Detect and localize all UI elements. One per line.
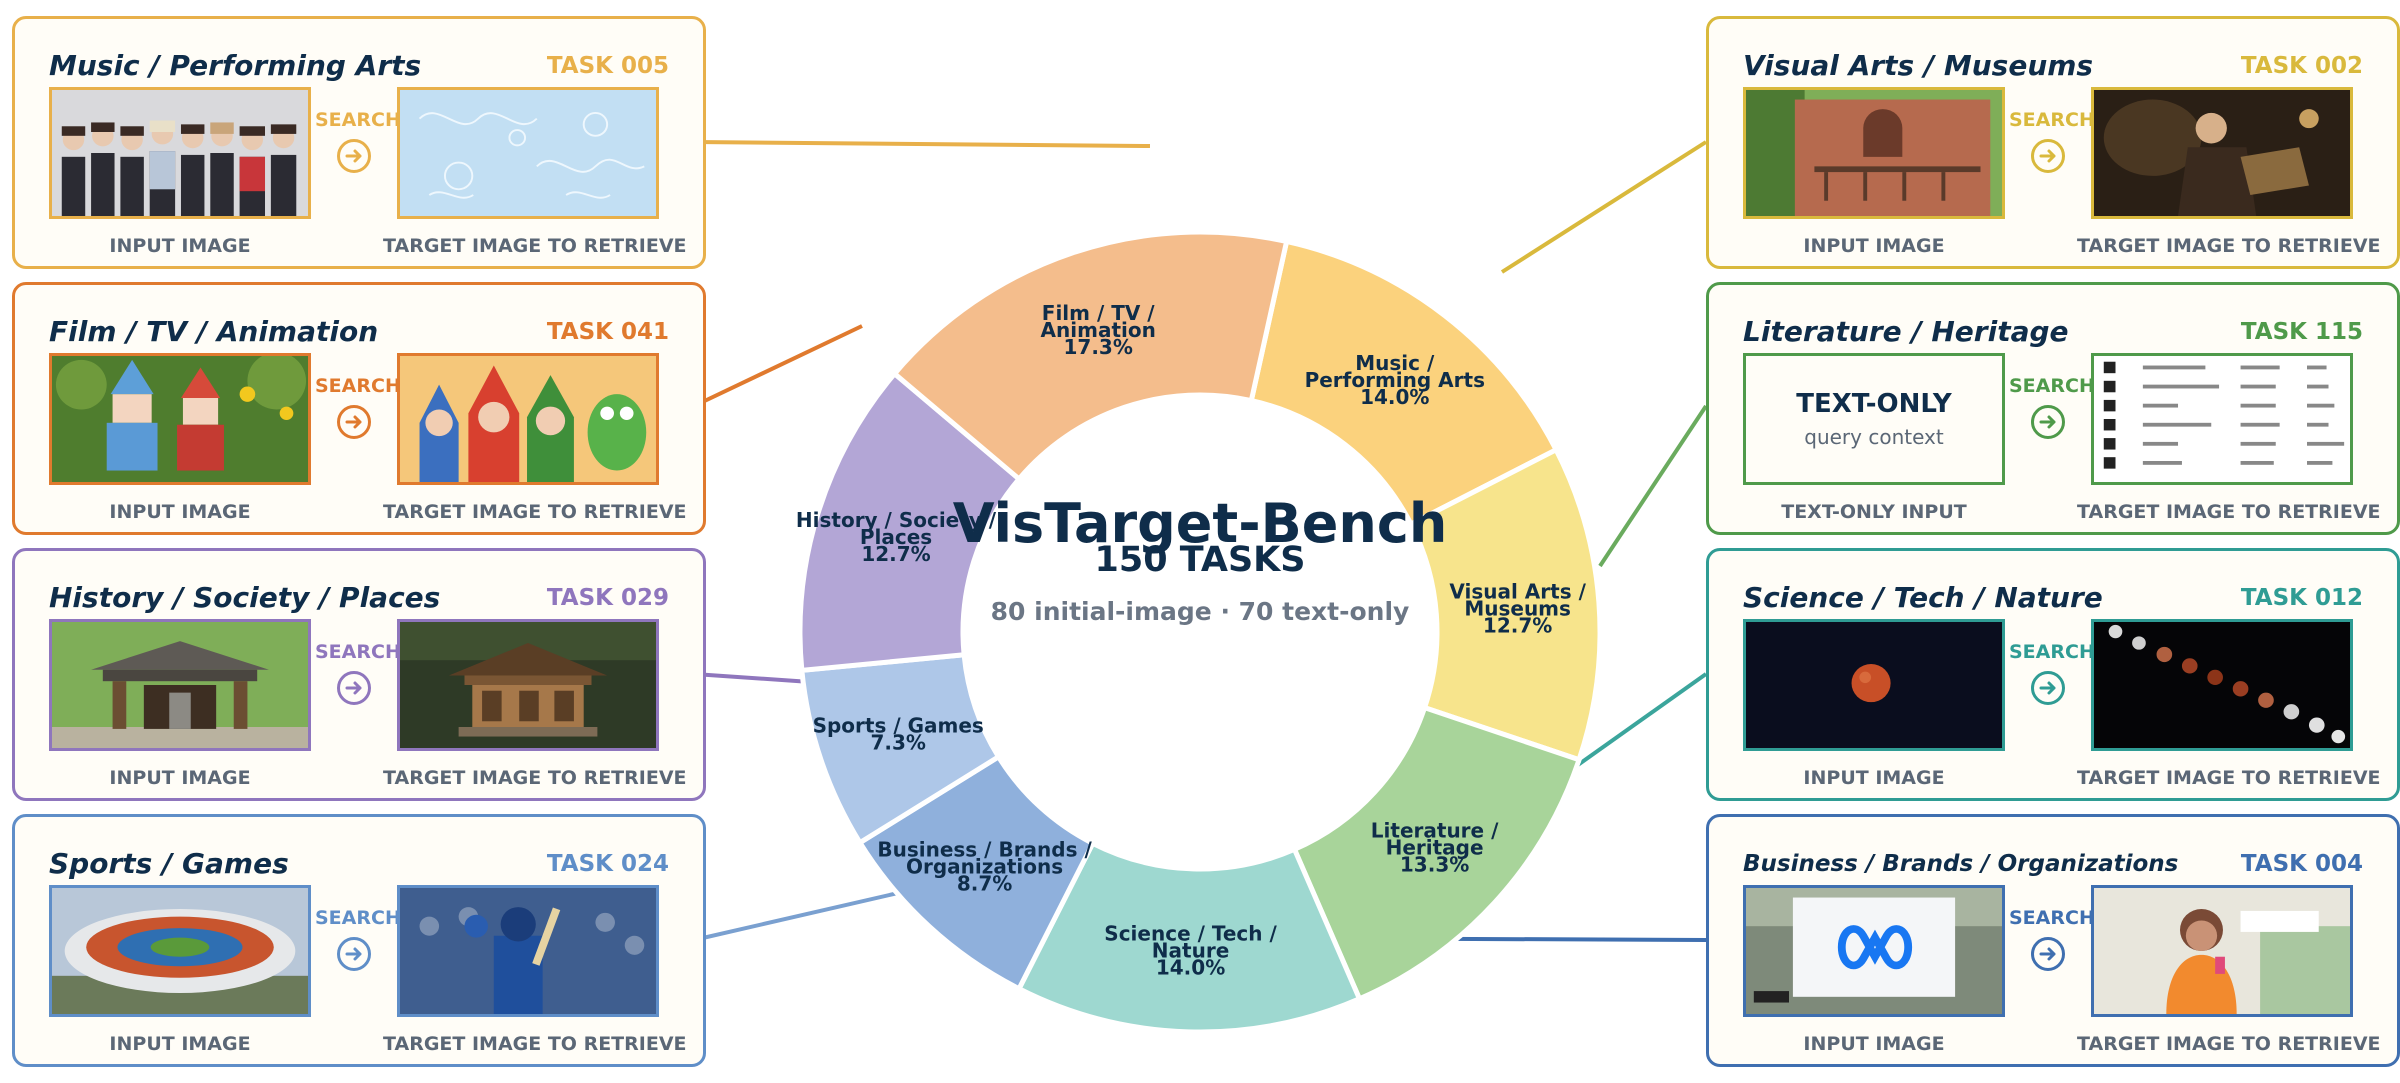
card-task-id: TASK 029 [546, 585, 669, 611]
connector-film [693, 324, 863, 408]
target-image-label: TARGET IMAGE TO RETRIEVE [383, 1033, 687, 1055]
input-image-label: INPUT IMAGE [1803, 767, 1945, 789]
text-only-title: TEXT-ONLY [1796, 389, 1952, 419]
target-image-label: TARGET IMAGE TO RETRIEVE [2077, 501, 2381, 523]
target-image-label: TARGET IMAGE TO RETRIEVE [383, 501, 687, 523]
input-image-group-photo [49, 87, 311, 219]
search-label: SEARCH [2009, 641, 2095, 663]
card-business-brands-organizations: Business / Brands / Organizations TASK 0… [1706, 814, 2400, 1067]
card-film-tv-animation: Film / TV / Animation TASK 041 SEARCH IN… [12, 282, 706, 535]
target-image-cricket-player [397, 885, 659, 1017]
connector-literature [1598, 404, 1708, 568]
donut-slice-history-society-places [797, 370, 1023, 674]
arrow-right-icon [2031, 671, 2065, 705]
donut-slice-science-tech-nature [1015, 839, 1363, 1035]
input-image-temple-gate [49, 619, 311, 751]
text-only-query-box: TEXT-ONLY query context [1743, 353, 2005, 485]
arrow-right-icon [337, 937, 371, 971]
target-image-animated-gnomes [397, 353, 659, 485]
input-image-label: INPUT IMAGE [109, 1033, 251, 1055]
input-image-stadium [49, 885, 311, 1017]
card-visual-arts-museums: Visual Arts / Museums TASK 002 SEARCH IN… [1706, 16, 2400, 269]
search-label: SEARCH [2009, 375, 2095, 397]
search-label: SEARCH [315, 375, 401, 397]
target-image-label: TARGET IMAGE TO RETRIEVE [2077, 1033, 2381, 1055]
arrow-right-icon [337, 405, 371, 439]
card-task-id: TASK 024 [546, 851, 669, 877]
donut-slice-visual-arts-museums [1407, 446, 1603, 763]
search-label: SEARCH [315, 641, 401, 663]
target-image-label: TARGET IMAGE TO RETRIEVE [383, 767, 687, 789]
input-image-label: INPUT IMAGE [1803, 1033, 1945, 1055]
donut-slice-literature-heritage [1291, 704, 1583, 1003]
search-label: SEARCH [2009, 907, 2095, 929]
total-tasks: 150 TASKS [1094, 540, 1306, 580]
arrow-right-icon [2031, 937, 2065, 971]
connector-music [693, 140, 1151, 148]
card-music-performing-arts: Music / Performing Arts TASK 005 [12, 16, 706, 269]
card-category: Sports / Games [49, 847, 289, 880]
card-category: Science / Tech / Nature [1743, 581, 2103, 614]
target-image-label: TARGET IMAGE TO RETRIEVE [2077, 767, 2381, 789]
target-image-wooden-pavilion [397, 619, 659, 751]
input-image-company-sign [1743, 885, 2005, 1017]
target-image-painting [2091, 87, 2353, 219]
input-image-garden-gnomes [49, 353, 311, 485]
donut-slice-film-tv-animation [891, 229, 1290, 483]
card-category: Film / TV / Animation [49, 315, 379, 348]
arrow-right-icon [2031, 139, 2065, 173]
text-only-input-label: TEXT-ONLY INPUT [1781, 501, 1967, 523]
card-science-tech-nature: Science / Tech / Nature TASK 012 SEARCH … [1706, 548, 2400, 801]
target-image-eclipse-sequence [2091, 619, 2353, 751]
target-image-label: TARGET IMAGE TO RETRIEVE [383, 235, 687, 257]
input-image-label: INPUT IMAGE [109, 501, 251, 523]
card-category: History / Society / Places [49, 581, 441, 614]
benchmark-title: VisTarget-Bench [952, 492, 1448, 555]
card-task-id: TASK 041 [546, 319, 669, 345]
input-image-red-moon [1743, 619, 2005, 751]
card-task-id: TASK 012 [2240, 585, 2363, 611]
input-image-label: INPUT IMAGE [109, 767, 251, 789]
search-label: SEARCH [315, 907, 401, 929]
target-image-label: TARGET IMAGE TO RETRIEVE [2077, 235, 2381, 257]
card-category: Visual Arts / Museums [1743, 49, 2094, 82]
card-task-id: TASK 002 [2240, 53, 2363, 79]
card-sports-games: Sports / Games TASK 024 SEARCH INPUT IMA… [12, 814, 706, 1067]
target-image-blue-pattern [397, 87, 659, 219]
donut-slice-music-performing-arts [1248, 238, 1560, 528]
search-label: SEARCH [2009, 109, 2095, 131]
input-image-label: INPUT IMAGE [109, 235, 251, 257]
card-category: Literature / Heritage [1743, 315, 2069, 348]
card-task-id: TASK 005 [546, 53, 669, 79]
input-image-label: INPUT IMAGE [1803, 235, 1945, 257]
text-only-subtitle: query context [1804, 425, 1944, 449]
target-image-glyph-table [2091, 353, 2353, 485]
search-label: SEARCH [315, 109, 401, 131]
arrow-right-icon [2031, 405, 2065, 439]
task-split: 80 initial-image · 70 text-only [990, 597, 1410, 626]
target-image-person-with-phone [2091, 885, 2353, 1017]
card-task-id: TASK 004 [2240, 851, 2363, 877]
card-literature-heritage: Literature / Heritage TASK 115 TEXT-ONLY… [1706, 282, 2400, 535]
card-category: Business / Brands / Organizations [1743, 851, 2179, 877]
card-history-society-places: History / Society / Places TASK 029 SEAR… [12, 548, 706, 801]
arrow-right-icon [337, 139, 371, 173]
input-image-brick-house [1743, 87, 2005, 219]
card-category: Music / Performing Arts [49, 49, 422, 82]
connector-visual [1500, 140, 1708, 274]
card-task-id: TASK 115 [2240, 319, 2363, 345]
arrow-right-icon [337, 671, 371, 705]
